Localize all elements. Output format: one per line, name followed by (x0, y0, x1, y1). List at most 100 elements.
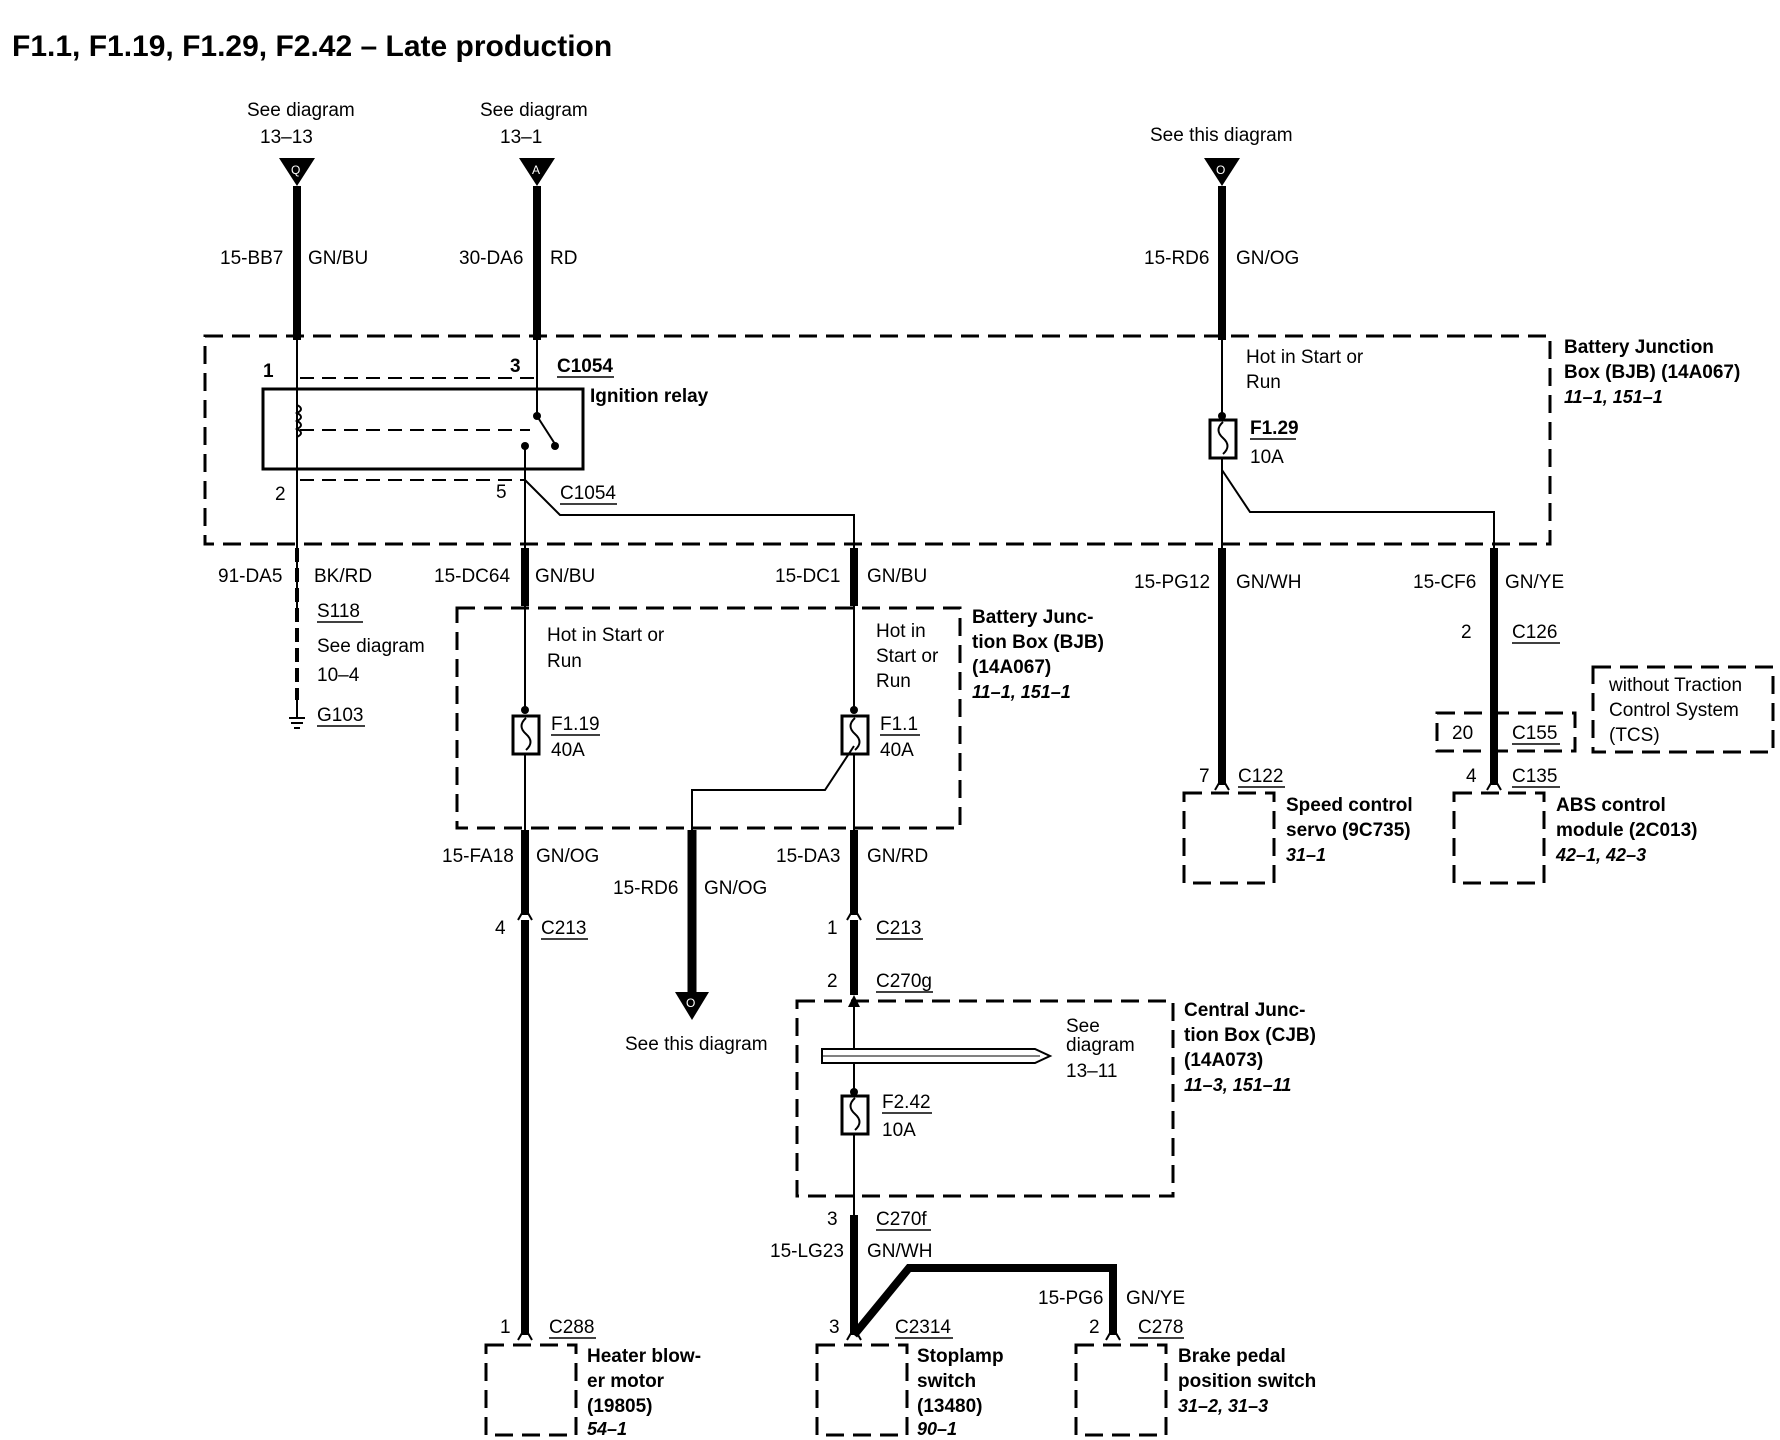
c126-pin: 2 (1461, 622, 1472, 643)
stoplamp-name-3: (13480) (917, 1396, 983, 1417)
bjb-top-name-2: Box (BJB) (14A067) (1564, 362, 1740, 383)
c122-arrow-icon (1214, 776, 1230, 791)
abs-ref: 42–1, 42–3 (1555, 845, 1646, 865)
wire-rd6-mid-color: GN/OG (704, 878, 767, 899)
ignition-relay (261, 340, 585, 481)
wire-rd6-top-id: 15-RD6 (1144, 248, 1209, 269)
speed-servo-name-2: servo (9C735) (1286, 820, 1411, 841)
fuse-f1-1-rating: 40A (880, 740, 914, 761)
bjb-mid-name-2: tion Box (BJB) (972, 632, 1104, 653)
blower-name-1: Heater blow- (587, 1346, 701, 1367)
c288-conn: C288 (549, 1317, 594, 1338)
c155-conn: C155 (1512, 723, 1557, 744)
bjb-top-ref: 11–1, 151–1 (1564, 387, 1663, 407)
wire-dc64-color: GN/BU (535, 566, 595, 587)
c270g-pin: 2 (827, 971, 838, 992)
fuse-f1-29-rating: 10A (1250, 447, 1284, 468)
wire-rd6-top-color: GN/OG (1236, 248, 1299, 269)
stoplamp-name-1: Stoplamp (917, 1346, 1004, 1367)
wire-lg23-id: 15-LG23 (770, 1241, 844, 1262)
bjb-top-hot-1: Hot in Start or (1246, 347, 1364, 368)
c288-arrow-icon (517, 1326, 533, 1341)
wire-f129-to-abs (1221, 469, 1495, 548)
c135-arrow-icon (1486, 776, 1502, 791)
ref-a-triangle-icon (519, 158, 555, 186)
wire-da5-id: 91-DA5 (218, 566, 282, 587)
cjb-name-3: (14A073) (1184, 1050, 1263, 1071)
wire-rd6-mid-id: 15-RD6 (613, 878, 678, 899)
relay-switch-dot-icon (551, 442, 559, 450)
ref-a-top: See diagram 13–1 A (480, 100, 588, 186)
ref-q-top: See diagram 13–13 Q (247, 100, 355, 186)
fuse-f1-19-name: F1.19 (551, 714, 600, 735)
ref-o-top-triangle-icon (1204, 158, 1240, 186)
bjb-mid-ref: 11–1, 151–1 (972, 682, 1071, 702)
c2314-pin: 3 (829, 1317, 840, 1338)
cjb-name-2: tion Box (CJB) (1184, 1025, 1316, 1046)
wire-bb7-color: GN/BU (308, 248, 368, 269)
c135-pin: 4 (1466, 766, 1477, 787)
ref-o-bottom-triangle-icon (675, 992, 709, 1020)
cjb-see-2: diagram (1066, 1035, 1135, 1056)
wire-bb7-id: 15-BB7 (220, 248, 283, 269)
ref-q-label: See diagram (247, 100, 355, 121)
stoplamp-box (815, 1343, 909, 1437)
cjb-box (795, 999, 1175, 1198)
tcs-note-1: without Traction (1608, 675, 1742, 696)
ref-a-number: 13–1 (500, 127, 542, 148)
ground-see-2: 10–4 (317, 665, 360, 686)
wire-da3-color: GN/RD (867, 846, 928, 867)
ref-q-triangle-icon (279, 158, 315, 186)
tcs-note-3: (TCS) (1609, 725, 1660, 746)
brake-switch-name-1: Brake pedal (1178, 1346, 1286, 1367)
cjb-ref: 11–3, 151–11 (1184, 1075, 1291, 1095)
cjb-see-1: See (1066, 1016, 1100, 1037)
wire-cf6-color: GN/YE (1505, 572, 1564, 593)
wire-lg23-color: GN/WH (867, 1241, 932, 1262)
blower-ref: 54–1 (587, 1419, 627, 1439)
fuse-f2-42-name: F2.42 (882, 1092, 931, 1113)
speed-servo-ref: 31–1 (1286, 845, 1326, 865)
page-title: F1.1, F1.19, F1.29, F2.42 – Late product… (12, 30, 612, 63)
blower-name-3: (19805) (587, 1396, 653, 1417)
c155-pin: 20 (1452, 723, 1473, 744)
wire-cf6-id: 15-CF6 (1413, 572, 1476, 593)
ref-o-top-letter: O (1216, 163, 1225, 177)
wire-da6-id: 30-DA6 (459, 248, 523, 269)
ref-q-letter: Q (291, 163, 300, 177)
fuse-f2-42-element-icon (849, 1097, 861, 1131)
wire-dc1-id: 15-DC1 (775, 566, 840, 587)
cjb-name-1: Central Junc- (1184, 1000, 1305, 1021)
abs-name-1: ABS control (1556, 795, 1666, 816)
heater-blower-box (484, 1343, 578, 1437)
ground-symbol-icon (289, 700, 305, 729)
abs-name-2: module (2C013) (1556, 820, 1697, 841)
ref-o-bottom-label: See this diagram (625, 1034, 768, 1055)
c270f-conn: C270f (876, 1209, 927, 1230)
stoplamp-name-2: switch (917, 1371, 976, 1392)
relay-name: Ignition relay (590, 386, 709, 407)
wire-f11-to-rd6 (691, 745, 855, 830)
f119-node-icon (521, 706, 529, 714)
f242-node-icon (850, 1088, 858, 1096)
speed-servo-box (1182, 791, 1276, 885)
stoplamp-ref: 90–1 (917, 1419, 957, 1439)
wire-pg12-color: GN/WH (1236, 572, 1301, 593)
ref-o-top: See this diagram O (1150, 125, 1293, 186)
ground-g103: G103 (317, 705, 363, 726)
ground-see-1: See diagram (317, 636, 425, 657)
ref-o-top-label: See this diagram (1150, 125, 1293, 146)
c122-pin: 7 (1199, 766, 1210, 787)
tcs-note-2: Control System (1609, 700, 1739, 721)
splice-s118: S118 (317, 601, 360, 622)
c2314-arrow-icon (846, 1326, 862, 1341)
bjb-top-box (203, 334, 1552, 546)
bjb-mid-hot-b-3: Run (876, 671, 911, 692)
cjb-see-3: 13–11 (1066, 1061, 1117, 1082)
bjb-mid-hot-b-1: Hot in (876, 621, 926, 642)
c126-conn: C126 (1512, 622, 1557, 643)
wire-dc64-id: 15-DC64 (434, 566, 510, 587)
ref-o-bottom-letter: O (686, 996, 695, 1010)
brake-switch-box (1074, 1343, 1168, 1437)
